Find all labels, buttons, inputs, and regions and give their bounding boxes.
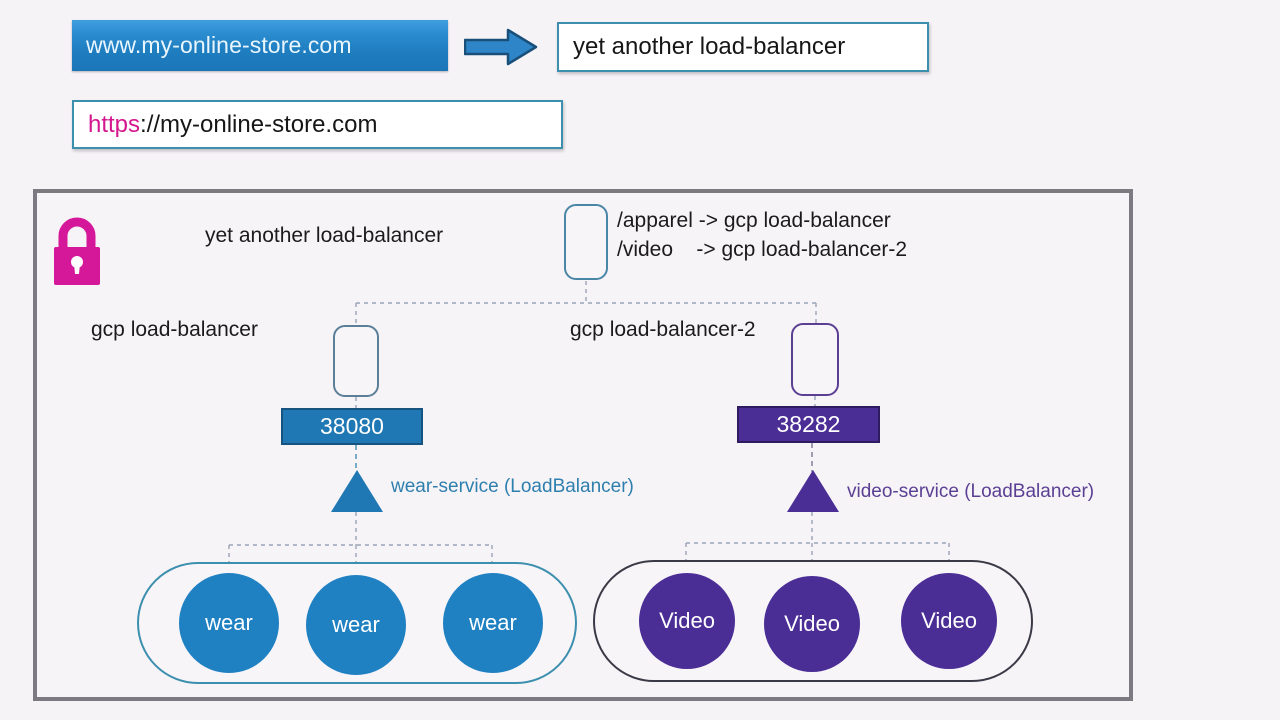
wear-pod-label: wear bbox=[205, 610, 253, 635]
load-balancer-name-box[interactable]: yet another load-balancer bbox=[557, 22, 929, 72]
https-scheme-label: https bbox=[88, 110, 141, 138]
video-pod[interactable]: Video bbox=[639, 573, 735, 669]
wear-pod[interactable]: wear bbox=[306, 575, 406, 675]
video-pod[interactable]: Video bbox=[901, 573, 997, 669]
lock-icon bbox=[50, 216, 104, 288]
node-port-38282-label: 38282 bbox=[776, 411, 841, 437]
ingress-rules-text: /apparel -> gcp load-balancer /video -> … bbox=[617, 209, 908, 261]
url-chip[interactable]: www.my-online-store.com bbox=[72, 20, 448, 71]
video-service-label: video-service (LoadBalancer) bbox=[847, 481, 1095, 502]
video-pod-label: Video bbox=[921, 608, 977, 633]
gcp-load-balancer-label: gcp load-balancer bbox=[91, 318, 258, 341]
wear-pod[interactable]: wear bbox=[179, 573, 279, 673]
url-chip-label: www.my-online-store.com bbox=[86, 32, 352, 58]
wear-pod-label: wear bbox=[332, 612, 380, 637]
video-service-triangle-icon bbox=[787, 470, 839, 512]
gcp-load-balancer-2-label: gcp load-balancer-2 bbox=[570, 318, 756, 341]
node-port-38080[interactable]: 38080 bbox=[281, 408, 423, 445]
wear-pod[interactable]: wear bbox=[443, 573, 543, 673]
load-balancer-name-label: yet another load-balancer bbox=[573, 33, 846, 60]
https-host-label: ://my-online-store.com bbox=[140, 110, 378, 138]
video-pod-label: Video bbox=[784, 611, 840, 636]
video-pod-label: Video bbox=[659, 608, 715, 633]
video-pod[interactable]: Video bbox=[764, 576, 860, 672]
gcp-load-balancer-node-box[interactable] bbox=[333, 325, 379, 397]
ingress-node-box[interactable] bbox=[564, 204, 608, 280]
wear-service-label: wear-service (LoadBalancer) bbox=[391, 476, 634, 497]
gcp-load-balancer-2-node-box[interactable] bbox=[791, 323, 839, 396]
node-port-38282[interactable]: 38282 bbox=[737, 406, 880, 443]
ingress-label: yet another load-balancer bbox=[205, 224, 444, 247]
wear-pod-label: wear bbox=[469, 610, 517, 635]
right-arrow-icon bbox=[463, 28, 538, 66]
https-url-box[interactable]: https://my-online-store.com bbox=[72, 100, 563, 149]
node-port-38080-label: 38080 bbox=[320, 413, 384, 439]
wear-service-triangle-icon bbox=[331, 470, 383, 512]
